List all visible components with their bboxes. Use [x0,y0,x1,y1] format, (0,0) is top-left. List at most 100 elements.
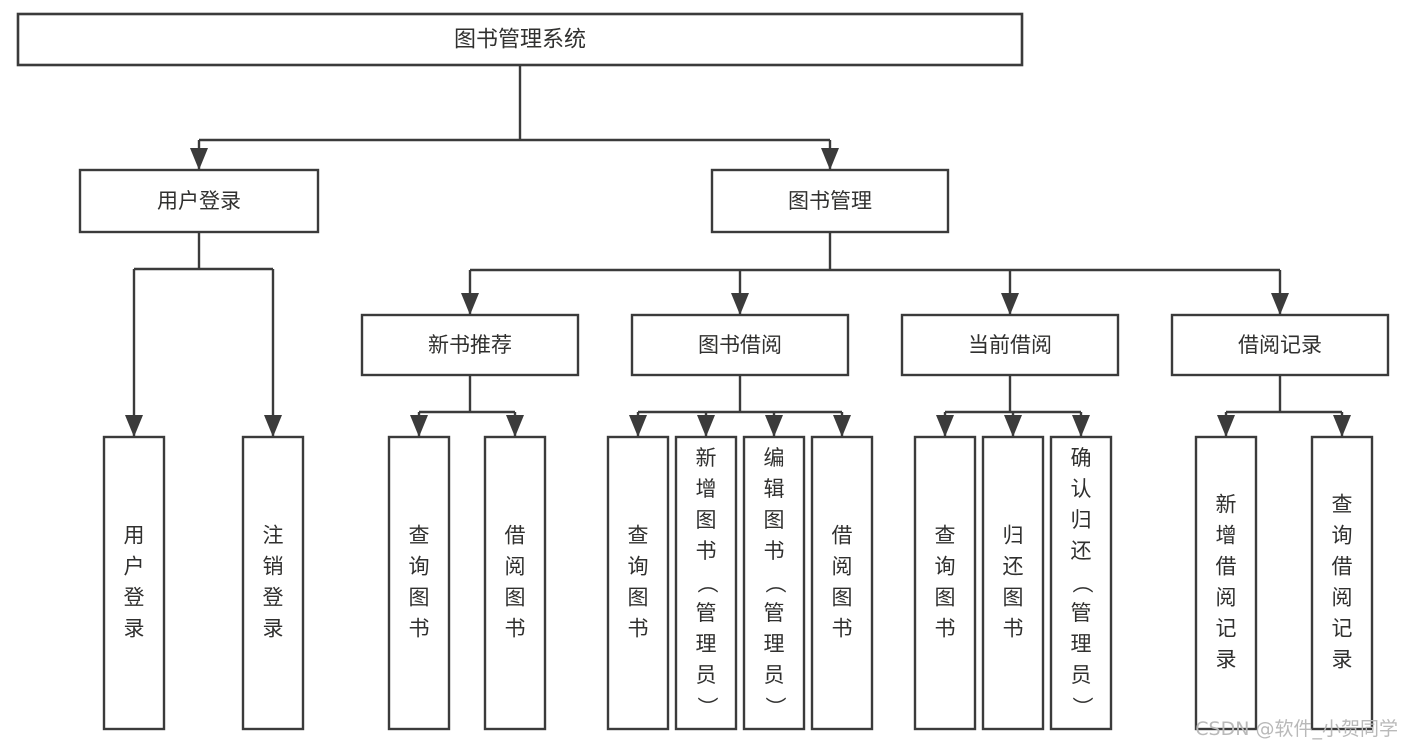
node-label-char: ） [695,697,719,718]
node-box-leaf-borrow-book-recommend[interactable] [483,435,547,731]
node-label-char: 管 [764,601,785,625]
node-label-char: 询 [628,555,649,579]
connector-arrowhead [1333,415,1351,437]
node-label-current-borrow: 当前借阅 [968,333,1052,357]
node-label-char: 管 [696,601,717,625]
node-box-leaf-borrow-book[interactable] [810,435,874,731]
node-box-book-management[interactable] [710,168,950,234]
node-label-char: 书 [409,617,430,641]
node-label-char: 注 [263,524,284,548]
node-label-char: 理 [764,632,785,656]
node-box-leaf-logout-login[interactable] [241,435,305,731]
node-label-root: 图书管理系统 [454,28,586,53]
node-current-borrow[interactable]: 当前借阅 [900,313,1120,377]
node-box-leaf-add-book-admin[interactable] [674,435,738,731]
node-label-char: 归 [1003,524,1024,548]
connector-group-user-login [125,232,282,437]
node-label-char: 书 [832,617,853,641]
node-label-char: 辑 [764,477,785,501]
node-box-leaf-query-book-current[interactable] [913,435,977,731]
node-box-leaf-query-book-borrow[interactable] [606,435,670,731]
node-label-char: 图 [505,586,526,610]
node-label-char: 新 [696,446,717,470]
node-leaf-user-login[interactable]: 用户登录 [102,435,166,731]
node-label-char: 记 [1216,617,1237,641]
node-label-char: 询 [409,555,430,579]
node-box-user-login[interactable] [78,168,320,234]
node-box-leaf-return-book[interactable] [981,435,1045,731]
node-label-char: 新 [1216,493,1237,517]
node-label-char: 员 [1071,663,1092,687]
connector-arrowhead [1004,415,1022,437]
node-borrow-record[interactable]: 借阅记录 [1170,313,1390,377]
node-label-book-borrow: 图书借阅 [698,333,782,357]
connector-arrowhead [410,415,428,437]
node-label-char: 借 [832,524,853,548]
connector-arrowhead [264,415,282,437]
node-label-char: 阅 [1332,586,1353,610]
node-label-char: 登 [263,586,284,610]
node-label-char: 借 [505,524,526,548]
node-box-current-borrow[interactable] [900,313,1120,377]
node-label-new-book-recommend: 新书推荐 [428,333,512,357]
node-root[interactable]: 图书管理系统 [16,12,1024,67]
node-user-login[interactable]: 用户登录 [78,168,320,234]
node-box-new-book-recommend[interactable] [360,313,580,377]
connector-group-book-management [461,232,1289,315]
node-label-char: 还 [1071,539,1092,563]
node-box-leaf-query-book-recommend[interactable] [387,435,451,731]
node-label-char: 阅 [832,555,853,579]
node-label-char: 询 [935,555,956,579]
node-label-char: 录 [124,617,145,641]
connector-arrowhead [731,293,749,315]
connector-arrowhead [506,415,524,437]
node-label-char: 书 [696,539,717,563]
connector-arrowhead [461,293,479,315]
node-label-char: 归 [1071,508,1092,532]
node-box-leaf-confirm-return-admin[interactable] [1049,435,1113,731]
node-label-char: 查 [935,524,956,548]
node-label-char: 书 [628,617,649,641]
node-book-management[interactable]: 图书管理 [710,168,950,234]
node-label-char: 还 [1003,555,1024,579]
connector-group-book-borrow [629,375,851,437]
node-box-root[interactable] [16,12,1024,67]
node-label-book-management: 图书管理 [788,189,872,213]
node-label-char: 增 [1216,524,1237,548]
node-label-char: 销 [263,555,284,579]
node-label-char: （ [695,573,719,594]
node-box-leaf-query-borrow-record[interactable] [1310,435,1374,731]
connector-group-borrow-record [1217,375,1351,437]
node-label-char: 借 [1216,555,1237,579]
node-label-char: 增 [696,477,717,501]
node-box-borrow-record[interactable] [1170,313,1390,377]
node-box-leaf-add-borrow-record[interactable] [1194,435,1258,731]
node-box-leaf-user-login[interactable] [102,435,166,731]
node-book-borrow[interactable]: 图书借阅 [630,313,850,377]
node-label-char: 员 [696,663,717,687]
node-label-user-login: 用户登录 [157,189,241,213]
connector-arrowhead [1271,293,1289,315]
connector-arrowhead [629,415,647,437]
node-label-char: 确 [1071,446,1092,470]
connector-arrowhead [125,415,143,437]
node-new-book-recommend[interactable]: 新书推荐 [360,313,580,377]
node-label-char: 录 [1332,648,1353,672]
node-label-char: 书 [1003,617,1024,641]
node-box-book-borrow[interactable] [630,313,850,377]
node-box-leaf-edit-book-admin[interactable] [742,435,806,731]
node-label-char: 用 [124,524,145,548]
